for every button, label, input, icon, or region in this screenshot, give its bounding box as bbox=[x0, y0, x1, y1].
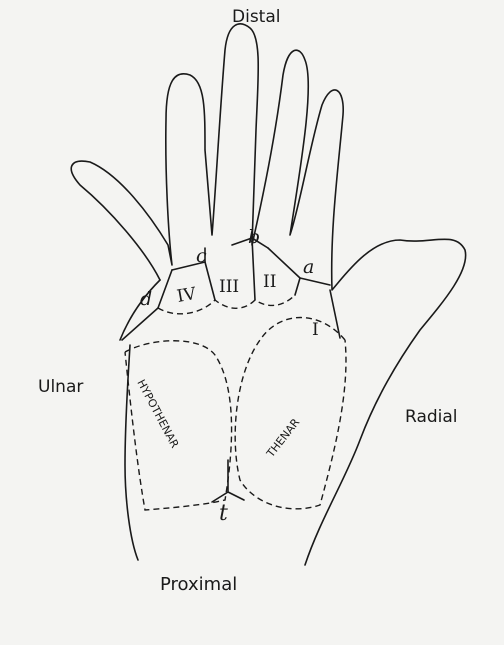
hand-outline bbox=[71, 24, 465, 565]
label-II: II bbox=[263, 272, 276, 292]
label-b: b bbox=[248, 226, 260, 248]
label-d: d bbox=[140, 288, 152, 310]
crease-a bbox=[300, 278, 330, 285]
label-distal: Distal bbox=[232, 7, 280, 27]
label-thenar: THENAR bbox=[264, 416, 303, 461]
triradius-t-mark bbox=[212, 460, 244, 502]
label-hypothenar: HYPOTHENAR bbox=[134, 377, 181, 450]
label-proximal: Proximal bbox=[160, 574, 237, 595]
label-ulnar: Ulnar bbox=[38, 377, 83, 397]
label-III: III bbox=[219, 277, 239, 297]
label-t: t bbox=[219, 501, 228, 526]
hypothenar-boundary bbox=[125, 341, 232, 510]
label-c: c bbox=[196, 245, 207, 267]
divider-IV-III bbox=[205, 262, 215, 300]
label-I: I bbox=[312, 320, 319, 340]
label-IV: IV bbox=[175, 284, 198, 307]
thenar-boundary bbox=[235, 318, 346, 509]
divider-d bbox=[158, 270, 172, 308]
label-a: a bbox=[303, 256, 314, 278]
label-radial: Radial bbox=[405, 407, 458, 427]
